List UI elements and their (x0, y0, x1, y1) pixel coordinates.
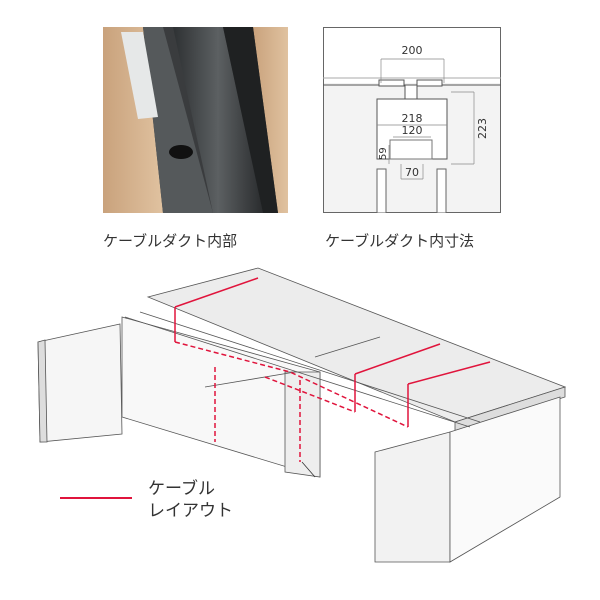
dim-120: 120 (402, 124, 423, 137)
dim-200: 200 (402, 44, 423, 57)
cable-layout-legend-label: ケーブル レイアウト (148, 478, 233, 522)
dim-59: 59 (378, 147, 389, 160)
dim-70: 70 (405, 166, 419, 179)
dim-223: 223 (476, 118, 489, 139)
cable-layout-legend-line (60, 497, 132, 499)
dimension-caption: ケーブルダクト内寸法 (325, 232, 475, 250)
legend-line1: ケーブル (148, 479, 215, 499)
legend-line2: レイアウト (148, 501, 233, 521)
duct-dimension-drawing: 200 218 120 223 59 70 (323, 27, 501, 214)
cable-duct-interior-photo (103, 27, 288, 213)
dim-218: 218 (402, 112, 423, 125)
desk-cable-layout-drawing (30, 262, 590, 572)
photo-caption: ケーブルダクト内部 (103, 232, 238, 250)
